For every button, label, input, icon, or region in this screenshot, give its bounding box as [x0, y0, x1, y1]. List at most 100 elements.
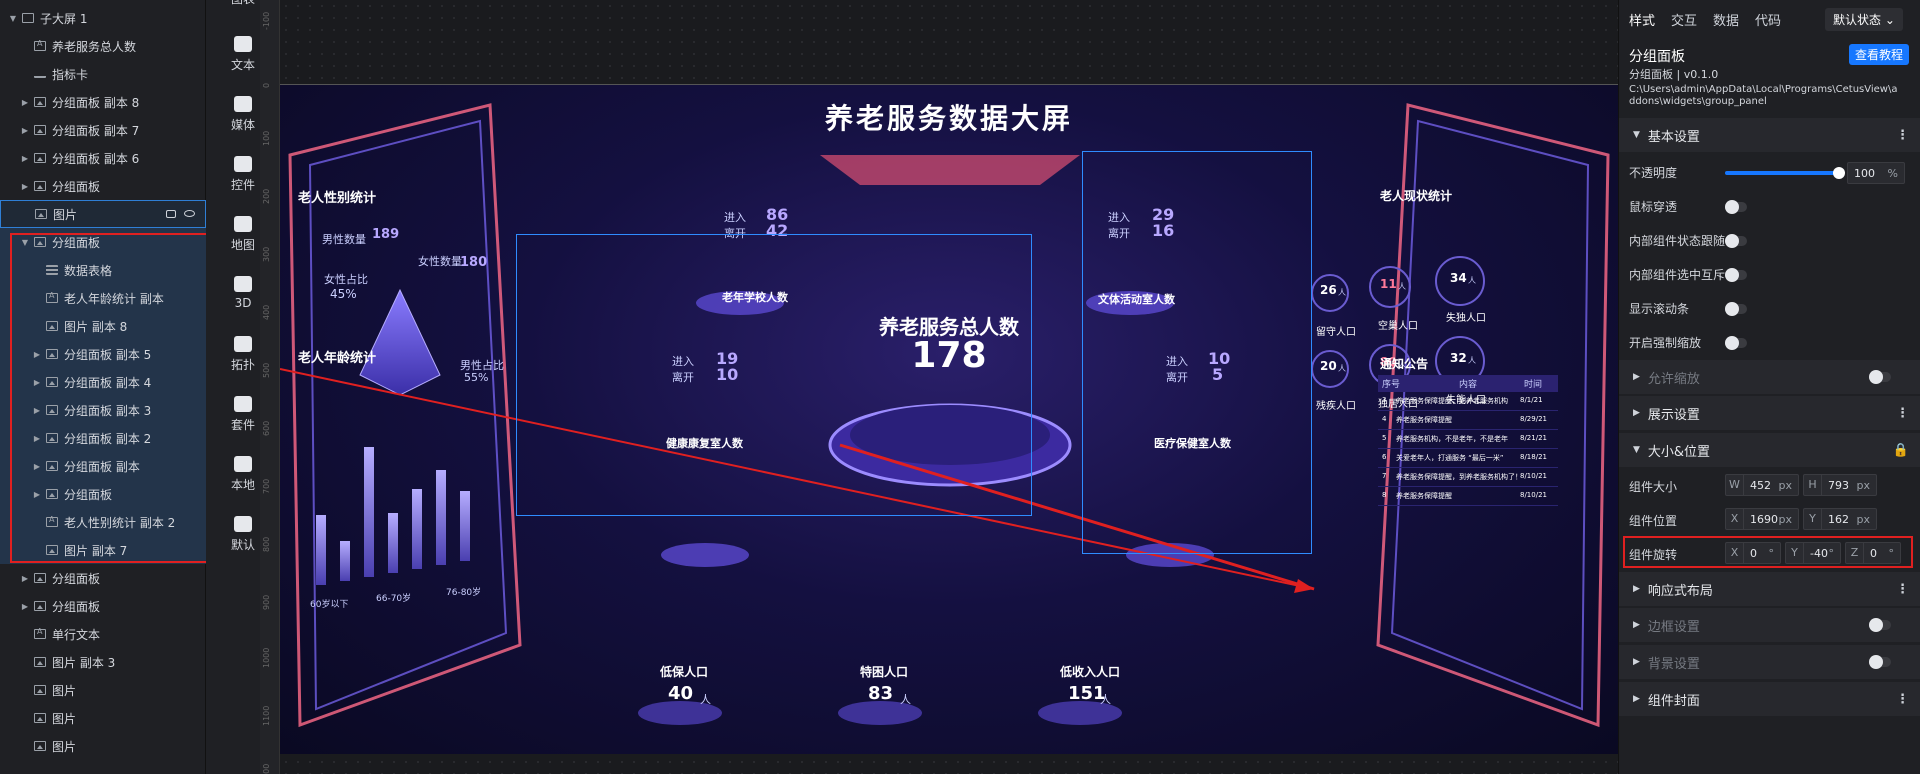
- mouse-through-toggle[interactable]: [1725, 200, 1747, 214]
- section-cover[interactable]: ▶组件封面⋮: [1619, 682, 1920, 716]
- layer-item[interactable]: ▶分组面板 副本 5: [0, 340, 206, 368]
- tool-0[interactable]: 图表: [206, 0, 280, 7]
- caret-right-icon[interactable]: ▶: [33, 489, 41, 499]
- section-size-position[interactable]: ▼大小&位置🔒: [1619, 433, 1920, 467]
- rotation-y-input[interactable]: Y-40°: [1785, 542, 1841, 564]
- caret-right-icon[interactable]: ▶: [21, 97, 29, 107]
- caret-right-icon[interactable]: ▶: [21, 125, 29, 135]
- caret-right-icon[interactable]: ▶: [21, 601, 29, 611]
- tab-data[interactable]: 数据: [1713, 14, 1740, 29]
- rotation-x-unit: °: [1768, 546, 1775, 560]
- design-canvas[interactable]: 养老服务数据大屏 老人性别统计 男性数量 189 女性数量 180 女性占比 4…: [280, 0, 1618, 774]
- layer-item[interactable]: 图片: [0, 200, 206, 228]
- force-zoom-toggle[interactable]: [1725, 336, 1747, 350]
- layer-item[interactable]: 老人性别统计 副本 2: [0, 508, 206, 536]
- border-toggle[interactable]: [1869, 618, 1891, 632]
- eye-icon[interactable]: [184, 210, 195, 217]
- more-icon[interactable]: ⋮: [1896, 405, 1909, 421]
- layer-item[interactable]: ▼分组面板: [0, 228, 206, 256]
- tool-2[interactable]: 媒体: [206, 96, 280, 133]
- layer-item[interactable]: 图片: [0, 676, 206, 704]
- layer-item[interactable]: 图片: [0, 704, 206, 732]
- section-allow-zoom[interactable]: ▶允许缩放: [1619, 360, 1920, 394]
- caret-right-icon[interactable]: ▶: [21, 573, 29, 583]
- opacity-slider[interactable]: [1725, 167, 1845, 179]
- layer-item[interactable]: ▶分组面板 副本 7: [0, 116, 206, 144]
- layer-item[interactable]: 单行文本: [0, 620, 206, 648]
- layer-item[interactable]: ▼子大屏 1: [0, 4, 206, 32]
- tool-9[interactable]: 默认: [206, 516, 280, 553]
- lock-icon[interactable]: 🔒: [1892, 442, 1909, 458]
- section-border[interactable]: ▶边框设置: [1619, 608, 1920, 642]
- tool-7[interactable]: 套件: [206, 396, 280, 433]
- caret-right-icon[interactable]: ▶: [33, 405, 41, 415]
- caret-right-icon[interactable]: ▶: [33, 461, 41, 471]
- tool-8[interactable]: 本地: [206, 456, 280, 493]
- layer-item[interactable]: 图片 副本 3: [0, 648, 206, 676]
- tool-3[interactable]: 控件: [206, 156, 280, 193]
- layer-item[interactable]: ▶分组面板 副本 6: [0, 144, 206, 172]
- tab-interaction[interactable]: 交互: [1671, 14, 1698, 29]
- layer-item[interactable]: ▶分组面板 副本: [0, 452, 206, 480]
- caret-right-icon[interactable]: ▶: [33, 377, 41, 387]
- tool-6[interactable]: 拓扑: [206, 336, 280, 373]
- layer-item[interactable]: ▶分组面板 副本 3: [0, 396, 206, 424]
- layer-item[interactable]: 老人年龄统计 副本: [0, 284, 206, 312]
- layer-item[interactable]: 图片: [0, 732, 206, 760]
- tab-style[interactable]: 样式: [1629, 14, 1656, 29]
- layer-item[interactable]: ▶分组面板 副本 4: [0, 368, 206, 396]
- state-select[interactable]: 默认状态 ⌄: [1825, 8, 1903, 31]
- tool-1[interactable]: 文本: [206, 36, 280, 73]
- caret-down-icon[interactable]: ▼: [9, 13, 17, 23]
- tab-code[interactable]: 代码: [1755, 14, 1782, 29]
- layer-item[interactable]: ▶分组面板: [0, 564, 206, 592]
- select-mutex-toggle[interactable]: [1725, 268, 1747, 282]
- unlock-icon[interactable]: [166, 210, 176, 218]
- layer-item[interactable]: 图片 副本 8: [0, 312, 206, 340]
- layer-item[interactable]: ▶分组面板 副本 8: [0, 88, 206, 116]
- section-display[interactable]: ▶展示设置⋮: [1619, 396, 1920, 430]
- tutorial-button[interactable]: 查看教程: [1849, 44, 1910, 65]
- caret-right-icon[interactable]: ▶: [33, 433, 41, 443]
- tool-5[interactable]: 3D: [206, 276, 280, 310]
- layer-item[interactable]: ▶分组面板: [0, 592, 206, 620]
- section-responsive[interactable]: ▶响应式布局⋮: [1619, 572, 1920, 606]
- section-basic[interactable]: ▼基本设置⋮: [1619, 118, 1920, 152]
- selection-box-right[interactable]: [1082, 151, 1312, 554]
- layer-item[interactable]: ▶分组面板: [0, 480, 206, 508]
- layer-item[interactable]: ▶分组面板: [0, 172, 206, 200]
- section-background[interactable]: ▶背景设置: [1619, 645, 1920, 679]
- tool-4[interactable]: 地图: [206, 216, 280, 253]
- allow-zoom-toggle[interactable]: [1869, 370, 1891, 384]
- more-icon[interactable]: ⋮: [1896, 691, 1909, 707]
- state-follow-toggle[interactable]: [1725, 234, 1747, 248]
- layer-item[interactable]: 养老服务总人数: [0, 32, 206, 60]
- layer-item[interactable]: 指标卡: [0, 60, 206, 88]
- big-screen-preview[interactable]: 养老服务数据大屏 老人性别统计 男性数量 189 女性数量 180 女性占比 4…: [280, 84, 1618, 754]
- caret-right-icon[interactable]: ▶: [33, 349, 41, 359]
- selection-box-center[interactable]: [516, 234, 1032, 516]
- layer-item[interactable]: 数据表格: [0, 256, 206, 284]
- background-toggle[interactable]: [1869, 655, 1891, 669]
- caret-right-icon[interactable]: ▶: [21, 153, 29, 163]
- caret-down-icon[interactable]: ▼: [21, 237, 29, 247]
- layer-item[interactable]: 图片 副本 7: [0, 536, 206, 564]
- layer-item[interactable]: ▶分组面板 副本 2: [0, 424, 206, 452]
- scrollbar-toggle[interactable]: [1725, 302, 1747, 316]
- more-icon[interactable]: ⋮: [1896, 127, 1909, 143]
- opacity-input[interactable]: 100%: [1847, 162, 1905, 184]
- more-icon[interactable]: ⋮: [1896, 581, 1909, 597]
- caret-right-icon[interactable]: ▶: [21, 181, 29, 191]
